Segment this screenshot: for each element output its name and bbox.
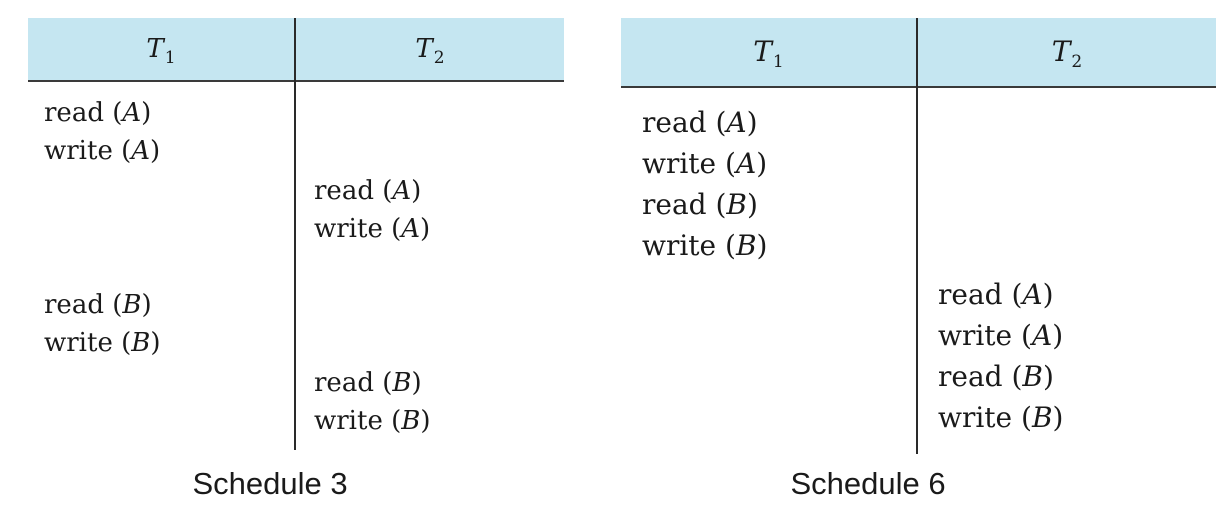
schedule-6-t1-op: write (A): [642, 147, 768, 180]
schedule-3-header-bar: [28, 18, 564, 82]
schedule-3-t1-op: read (B): [44, 290, 152, 320]
schedule-6-t1-op: read (B): [642, 188, 758, 221]
schedule-6-header-t1: T1: [753, 35, 784, 72]
schedule-6-column-divider: [916, 18, 918, 454]
schedule-3-t1-op: write (B): [44, 328, 161, 358]
schedule-3-t2-op: write (A): [314, 214, 431, 244]
schedule-3-t2-op: write (B): [314, 406, 431, 436]
schedule-3-t1-op: read (A): [44, 98, 152, 128]
schedule-3-column-divider: [294, 18, 296, 450]
schedule-6-t2-op: read (A): [938, 278, 1054, 311]
schedule-3-t1-op: write (A): [44, 136, 161, 166]
schedule-3-header-t2: T2: [415, 34, 445, 68]
schedule-6-caption: Schedule 6: [790, 466, 946, 501]
schedule-6-t1-op: write (B): [642, 229, 768, 262]
schedule-6-t1-op: read (A): [642, 106, 758, 139]
schedule-6-t2-op: read (B): [938, 360, 1054, 393]
schedule-3-header-t1: T1: [146, 34, 176, 68]
schedule-6-t2-op: write (A): [938, 319, 1064, 352]
schedule-3-t2-op: read (A): [314, 176, 422, 206]
schedule-6-header-t2: T2: [1051, 35, 1083, 72]
schedule-3-caption: Schedule 3: [192, 466, 348, 501]
schedule-6-header-bar: [621, 18, 1216, 88]
schedule-3-t2-op: read (B): [314, 368, 422, 398]
schedule-6-t2-op: write (B): [938, 401, 1064, 434]
